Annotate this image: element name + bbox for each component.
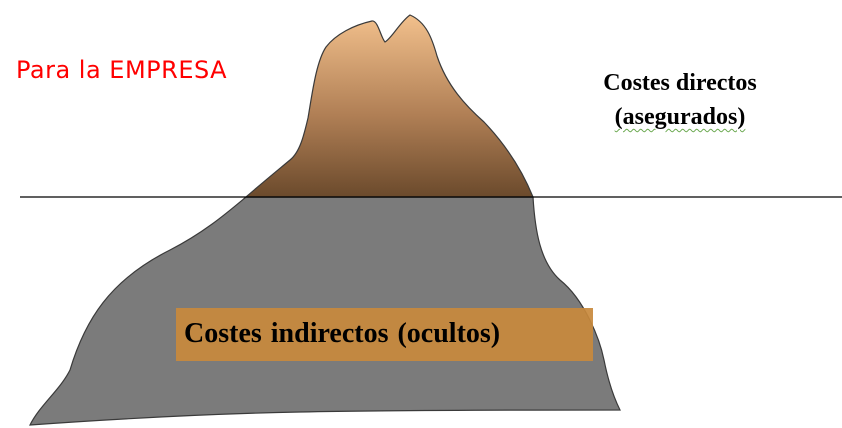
iceberg-tip (244, 14, 534, 198)
direct-costs-title: Costes directos (603, 70, 757, 96)
direct-costs-subtitle: (asegurados) (614, 104, 746, 130)
direct-costs-label: Costes directos (asegurados) (560, 66, 800, 134)
indirect-costs-box (176, 308, 593, 361)
indirect-costs-label: Costes indirectos (ocultos) (184, 318, 501, 349)
company-label: Para la EMPRESA (16, 56, 228, 84)
